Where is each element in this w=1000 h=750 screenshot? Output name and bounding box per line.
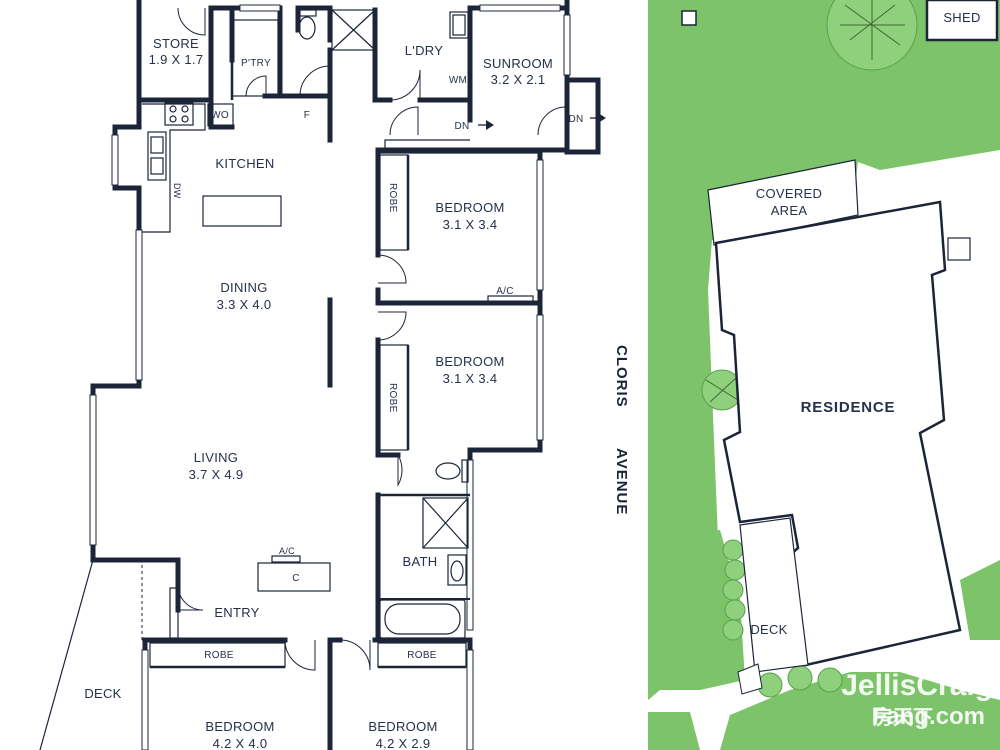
bedroom2-label: BEDROOM xyxy=(435,354,504,369)
lawn-area xyxy=(648,0,1000,555)
dining-dims: 3.3 X 4.0 xyxy=(217,297,272,312)
bedroom3-label: BEDROOM xyxy=(205,719,274,734)
lawn-right xyxy=(960,560,1000,640)
bedroom3-robe: ROBE xyxy=(204,650,234,661)
entry-label: ENTRY xyxy=(214,605,259,620)
pantry-label: P'TRY xyxy=(241,58,271,69)
fridge-label: F xyxy=(304,110,310,121)
hedge-icon xyxy=(722,539,843,698)
watermark-fang: Fang.com xyxy=(872,703,985,730)
sunroom-dims: 3.2 X 2.1 xyxy=(491,72,546,87)
tree-icon xyxy=(701,369,743,411)
bedroom1-ac: A/C xyxy=(496,286,514,297)
dining-label: DINING xyxy=(220,280,267,295)
living-dims: 3.7 X 4.9 xyxy=(189,467,244,482)
bedroom1-label: BEDROOM xyxy=(435,200,504,215)
site-plan: SHED COVERED AREA RESIDENCE xyxy=(648,0,1000,750)
covered-area-label-2: AREA xyxy=(771,203,808,218)
lawn-bottom-left xyxy=(648,712,700,750)
stairs-down-label-1: DN xyxy=(454,121,469,132)
bedroom1-dims: 3.1 X 3.4 xyxy=(443,217,498,232)
living-label: LIVING xyxy=(194,450,238,465)
room-labels: STORE 1.9 X 1.7 P'TRY L'DRY WM SUNROOM 3… xyxy=(84,36,583,750)
stairs-down-label-2: DN xyxy=(568,114,583,125)
bedroom3-dims: 4.2 X 4.0 xyxy=(213,736,268,750)
street-name-2: AVENUE xyxy=(613,448,630,515)
tree-icon xyxy=(826,0,918,71)
bath-label: BATH xyxy=(403,554,438,569)
bedroom4-robe: ROBE xyxy=(407,650,437,661)
laundry-label: L'DRY xyxy=(405,43,443,58)
watermark: JellisCraig 房天下 Fang.com xyxy=(841,669,993,730)
dishwasher-label: DW xyxy=(172,183,182,199)
living-ac-label: A/C xyxy=(279,546,295,556)
residence-label: RESIDENCE xyxy=(801,399,896,416)
cabinet-label: C xyxy=(292,573,300,584)
shed-label: SHED xyxy=(943,10,980,25)
kitchen-label: KITCHEN xyxy=(215,156,274,171)
bedroom2-dims: 3.1 X 3.4 xyxy=(443,371,498,386)
sunroom-label: SUNROOM xyxy=(483,56,553,71)
watermark-chinese: 房天下 xyxy=(873,705,933,729)
house-walls xyxy=(90,0,601,750)
shed xyxy=(925,0,999,42)
residence-step xyxy=(947,237,971,261)
bedroom4-label: BEDROOM xyxy=(368,719,437,734)
bedroom1-robe: ROBE xyxy=(387,183,398,213)
store-dims: 1.9 X 1.7 xyxy=(149,52,204,67)
residence-deck-label: DECK xyxy=(750,622,787,637)
residence-deck xyxy=(739,517,809,673)
covered-area xyxy=(707,159,859,246)
washing-machine-label: WM xyxy=(449,75,467,86)
lawn-lower xyxy=(648,530,745,700)
deck-left-label: DECK xyxy=(84,686,121,701)
bedroom2-robe: ROBE xyxy=(387,383,398,413)
deck-steps xyxy=(737,663,763,695)
street-name-1: CLORIS xyxy=(613,345,630,408)
house-details xyxy=(39,4,606,750)
bedroom4-dims: 4.2 X 2.9 xyxy=(376,736,431,750)
small-structure xyxy=(681,10,697,26)
covered-area-label-1: COVERED xyxy=(756,186,822,201)
watermark-brand: JellisCraig xyxy=(841,669,993,702)
lawn-bottom xyxy=(720,672,1000,750)
store-label: STORE xyxy=(153,36,199,51)
wall-oven-label: WO xyxy=(211,110,229,121)
